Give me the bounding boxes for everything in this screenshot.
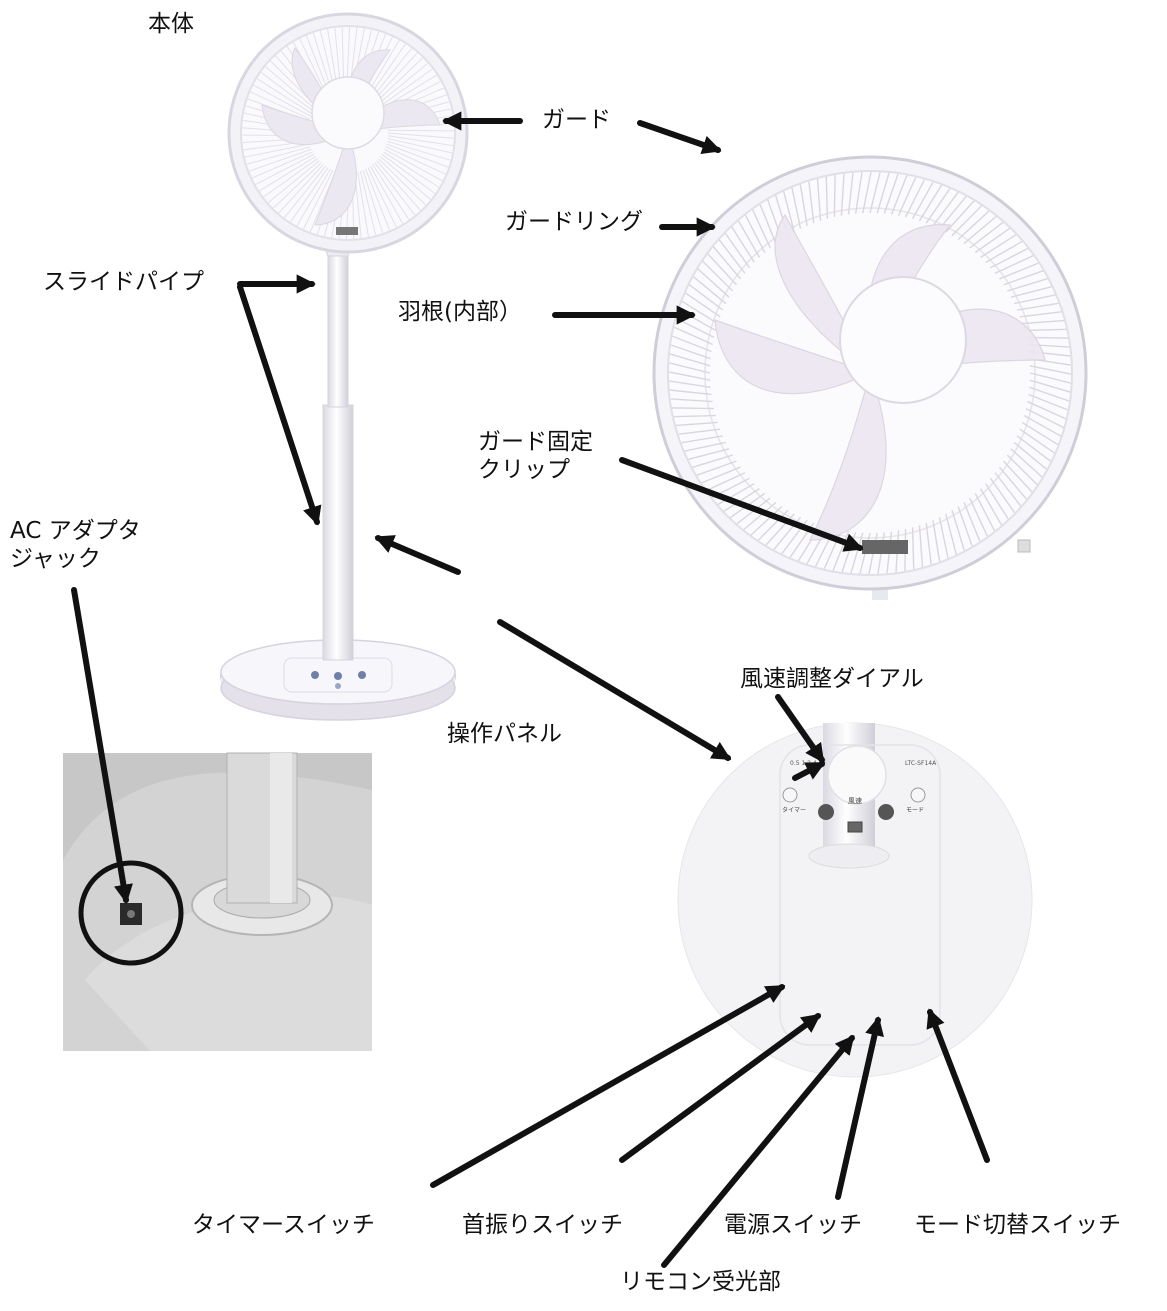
timer-switch-label: タイマースイッチ xyxy=(192,1212,375,1238)
remote-receiver-window xyxy=(847,821,863,833)
speed-dial-label: 風速調整ダイアル xyxy=(740,666,924,692)
wind-speed-text: 風速 xyxy=(848,797,862,805)
guard-clip-label-line2: クリップ xyxy=(478,457,570,483)
remote-receiver-arrow xyxy=(661,1035,855,1268)
control-panel-arrow xyxy=(497,619,732,761)
guard-label: ガード xyxy=(542,107,611,133)
power-button[interactable] xyxy=(878,804,894,820)
guard-arrow-right xyxy=(637,120,722,155)
timer-button-text: タイマー xyxy=(782,806,806,814)
ac-jack-label-line2: ジャック xyxy=(10,546,101,572)
ac-jack-arrow xyxy=(71,587,133,904)
control-panel-label: 操作パネル xyxy=(447,721,562,747)
swing-switch-label: 首振りスイッチ xyxy=(462,1212,623,1238)
speed-dial-arrow xyxy=(792,761,826,781)
timer-switch-arrow xyxy=(430,984,786,1188)
swing-button[interactable] xyxy=(818,804,834,820)
panel-model-text: LTC-SF14A xyxy=(905,760,937,767)
ac-jack-label-line1: AC アダプタ xyxy=(10,518,141,544)
speed-dial-arrow-long xyxy=(775,694,825,764)
slide-pipe-label: スライドパイプ xyxy=(43,269,204,295)
guard-clip-label-line1: ガード固定 xyxy=(478,429,593,455)
power-switch-label: 電源スイッチ xyxy=(724,1212,862,1238)
mode-button-text: モード xyxy=(906,807,924,814)
mode-button[interactable]: モード xyxy=(906,787,926,814)
pipe-stand-arrow xyxy=(374,535,461,575)
guard-ring-label: ガードリング xyxy=(505,209,643,235)
guard-clip-label: ガード固定 クリップ xyxy=(478,428,638,484)
ac-jack-label: AC アダプタ ジャック xyxy=(10,517,170,573)
swing-switch-arrow xyxy=(619,1013,822,1163)
guard-clip-arrow xyxy=(619,457,864,552)
timer-button[interactable]: タイマー xyxy=(782,787,806,814)
slide-pipe-arrow-down xyxy=(237,284,322,526)
remote-receiver-label: リモコン受光部 xyxy=(620,1269,781,1295)
mode-switch-label: モード切替スイッチ xyxy=(914,1212,1121,1238)
panel-speed-numbers: 0.5 1 2 4 xyxy=(790,760,817,767)
power-switch-arrow xyxy=(835,1016,884,1200)
mode-switch-arrow xyxy=(926,1008,990,1163)
control-panel-photo: 0.5 1 2 4 LTC-SF14A タイマー 風速 モード xyxy=(677,722,1033,1078)
main-body-label: 本体 xyxy=(148,11,194,37)
guard-closeup-photo xyxy=(652,155,1088,600)
blades-label: 羽根(内部） xyxy=(398,299,522,325)
fan-body-photo xyxy=(220,12,469,721)
